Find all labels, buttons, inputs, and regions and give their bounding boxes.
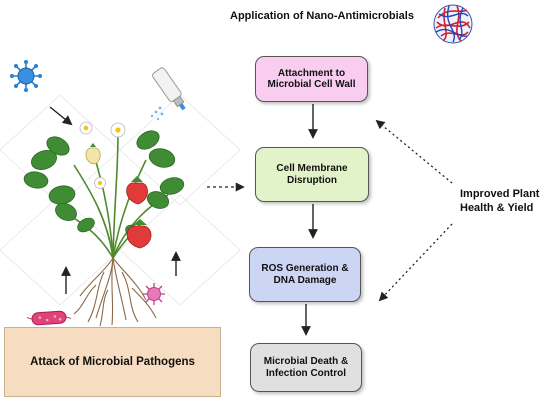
spray-bottle-icon bbox=[152, 67, 186, 111]
soil-label: Attack of Microbial Pathogens bbox=[30, 356, 195, 368]
step-ros-dna-damage-box: ROS Generation & DNA Damage bbox=[249, 247, 361, 302]
pathogen-arrow-virus bbox=[49, 106, 73, 126]
nanoparticle-icon bbox=[433, 4, 473, 44]
outcome-arrow-up bbox=[375, 119, 453, 184]
flower-group bbox=[79, 121, 126, 189]
outcome-label: Improved Plant Health & Yield bbox=[460, 188, 540, 214]
spray-mist bbox=[150, 106, 164, 121]
strawberry-fruits bbox=[85, 143, 152, 249]
soil-panel: Attack of Microbial Pathogens bbox=[4, 327, 221, 397]
step-attachment-box: Attachment to Microbial Cell Wall bbox=[255, 56, 368, 102]
strawberry-plant-icon bbox=[23, 121, 185, 327]
step-microbial-death-box: Microbial Death & Infection Control bbox=[250, 343, 362, 392]
diagram-title: Application of Nano-Antimicrobials bbox=[230, 10, 414, 22]
outcome-arrow-down bbox=[378, 223, 453, 302]
virus-icon bbox=[10, 60, 42, 92]
bacterium-icon bbox=[26, 310, 72, 326]
step-membrane-disruption-box: Cell Membrane Disruption bbox=[255, 147, 369, 202]
fungal-spore-icon bbox=[143, 283, 165, 305]
